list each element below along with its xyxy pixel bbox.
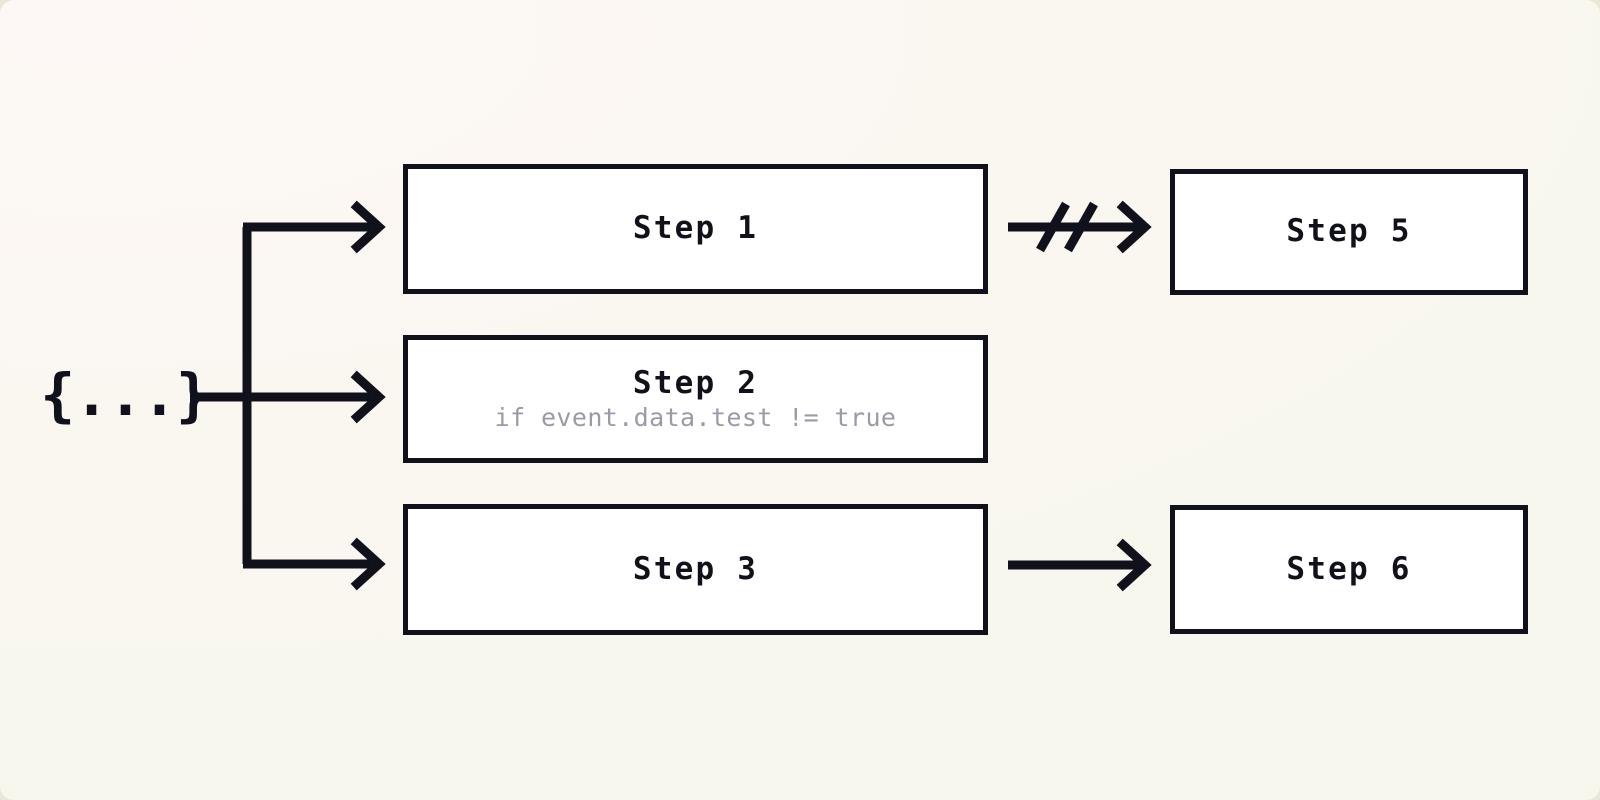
node-step-5-title: Step 5 (1286, 213, 1412, 250)
arrowhead-step-6 (1116, 538, 1152, 592)
node-step-3-title: Step 3 (632, 550, 759, 587)
edge-skip-slash-2-icon (1064, 201, 1098, 253)
arrowhead-step-5 (1116, 200, 1152, 254)
edge-skip-slash-1-icon (1036, 201, 1070, 253)
event-payload-token: {...} (40, 361, 211, 429)
node-step-5[interactable]: Step 5 (1170, 169, 1528, 295)
node-step-2-title: Step 2 (632, 364, 759, 401)
node-step-2-condition: if event.data.test != true (494, 403, 897, 433)
arrowhead-step-2 (350, 370, 386, 424)
node-step-3[interactable]: Step 3 (403, 504, 988, 635)
node-step-1-title: Step 1 (632, 210, 759, 247)
arrowhead-step-3 (350, 537, 386, 591)
node-step-6[interactable]: Step 6 (1170, 505, 1528, 634)
arrowhead-step-1 (350, 200, 386, 254)
node-step-2[interactable]: Step 2 if event.data.test != true (403, 335, 988, 463)
node-step-1[interactable]: Step 1 (403, 164, 988, 294)
node-step-6-title: Step 6 (1286, 550, 1412, 587)
